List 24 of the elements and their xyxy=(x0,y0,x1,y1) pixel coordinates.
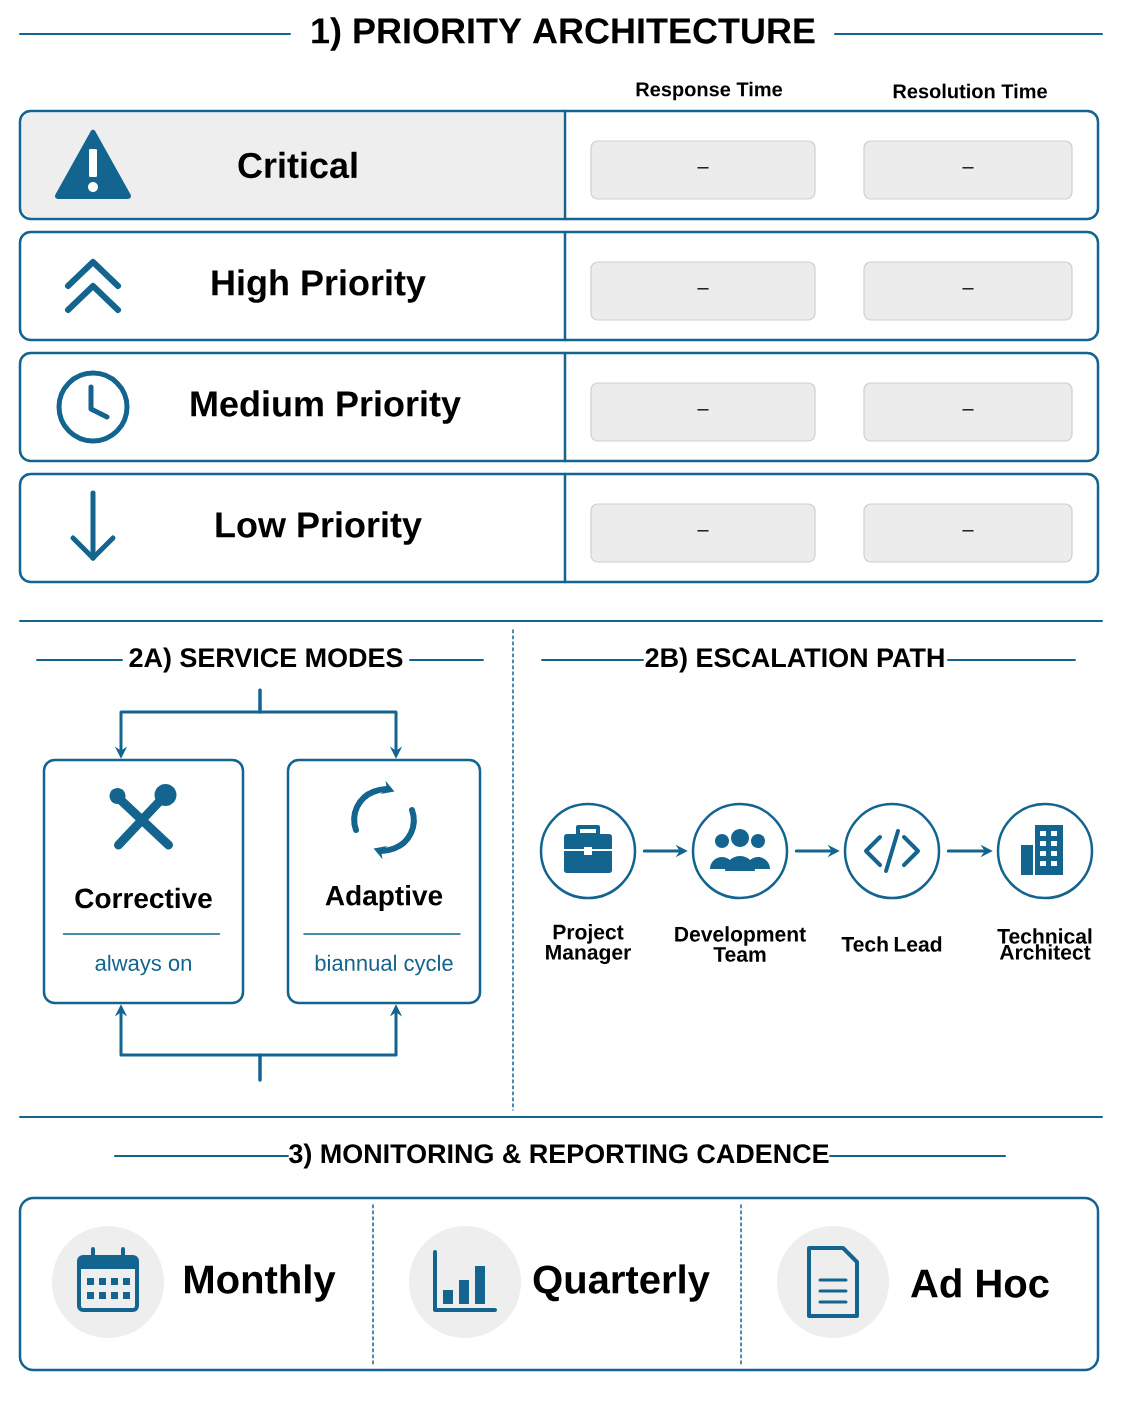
column-header: Response Time xyxy=(636,81,783,101)
time-cell: – xyxy=(863,382,1073,442)
mode-card: Adaptive biannual cycle xyxy=(286,758,482,1005)
section-heading: 1) PRIORITY ARCHITECTURE xyxy=(312,17,815,51)
cadence-label: Monthly xyxy=(185,1264,336,1302)
role-circle xyxy=(843,802,941,900)
section-heading: 2A) SERVICE MODES xyxy=(129,647,403,673)
role-label: Tech Lead xyxy=(841,936,942,952)
column-header: Resolution Time xyxy=(893,83,1047,99)
time-cell: – xyxy=(590,261,816,321)
cadence-label: Quarterly xyxy=(533,1264,710,1302)
time-cell: – xyxy=(863,261,1073,321)
time-cell: – xyxy=(863,140,1073,200)
time-cell: – xyxy=(590,503,816,563)
time-cell: – xyxy=(590,140,816,200)
mode-card: Corrective always on xyxy=(42,758,245,1005)
time-cell: – xyxy=(863,503,1073,563)
role-label: Technical Architect xyxy=(997,928,1092,960)
time-cell: – xyxy=(590,382,816,442)
cadence-label: Ad Hoc xyxy=(911,1268,1049,1298)
role-label: Development Team xyxy=(675,926,806,962)
section-heading: 2B) ESCALATION PATH xyxy=(645,647,944,673)
role-label: Project Manager xyxy=(546,924,631,964)
section-heading: 3) MONITORING & REPORTING CADENCE xyxy=(289,1143,829,1169)
